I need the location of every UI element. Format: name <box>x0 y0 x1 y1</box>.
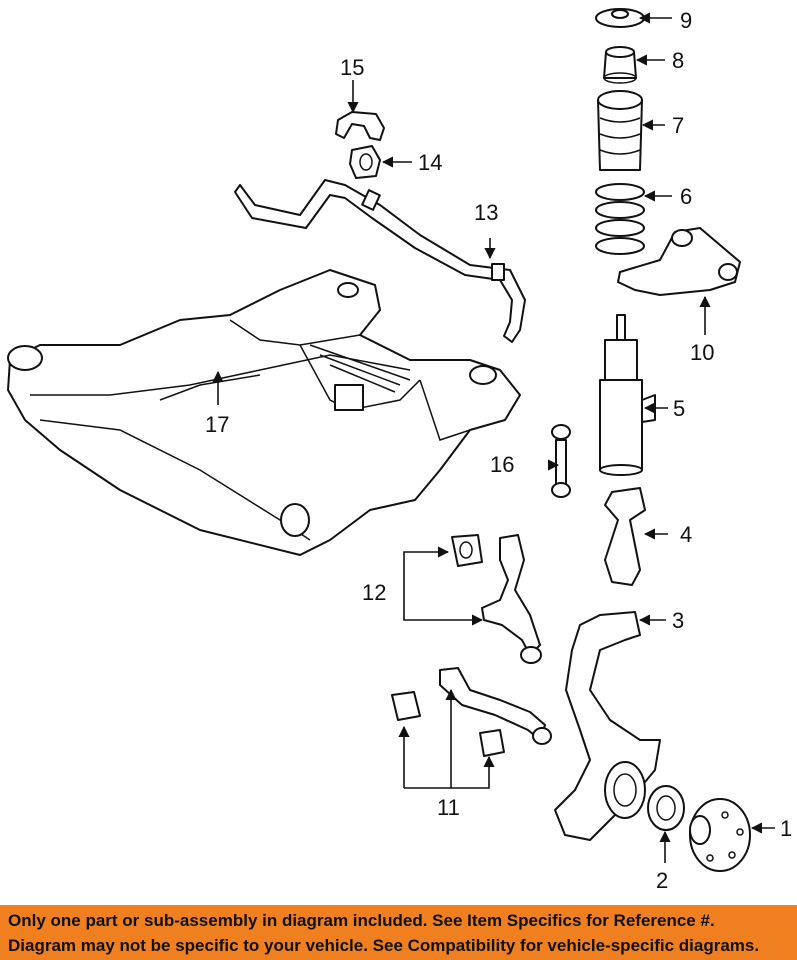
callout-6: 6 <box>680 184 692 209</box>
leader-lines <box>212 12 775 863</box>
callout-10: 10 <box>690 340 714 365</box>
wheel-hub-part <box>689 798 751 872</box>
front-suspension-exploded-diagram: 9 8 7 6 10 5 4 3 2 1 16 13 14 15 17 12 1… <box>7 8 792 893</box>
callout-11: 11 <box>437 795 460 820</box>
callout-labels: 9 8 7 6 10 5 4 3 2 1 16 13 14 15 17 12 1… <box>205 8 792 893</box>
callout-17: 17 <box>205 412 229 437</box>
callout-4: 4 <box>680 522 692 547</box>
callout-7: 7 <box>672 113 684 138</box>
bump-stop-part <box>603 46 637 84</box>
callout-3: 3 <box>672 608 684 633</box>
disclaimer-line-2: Diagram may not be specific to your vehi… <box>8 936 760 955</box>
callout-9: 9 <box>680 8 692 33</box>
wheel-bearing-part <box>647 785 685 831</box>
stabilizer-link-part <box>551 424 571 498</box>
callout-16: 16 <box>490 452 514 477</box>
callout-1: 1 <box>780 816 792 841</box>
upper-control-arm-part <box>617 227 741 296</box>
lower-control-arm-part <box>451 534 542 664</box>
callout-8: 8 <box>672 48 684 73</box>
subframe-crossmember-part <box>7 269 521 556</box>
callout-12: 12 <box>362 580 386 605</box>
lower-link-part <box>391 667 552 757</box>
strut-upper-mount-part <box>595 8 645 28</box>
stabilizer-bar-part <box>234 179 526 343</box>
stabilizer-bracket-part <box>335 111 385 141</box>
callout-5: 5 <box>673 396 685 421</box>
knuckle-bracket-part <box>604 487 646 586</box>
callout-13: 13 <box>474 200 498 225</box>
callout-15: 15 <box>340 55 364 80</box>
strut-assembly-part <box>599 314 656 476</box>
disclaimer-line-1: Only one part or sub-assembly in diagram… <box>8 911 715 930</box>
steering-knuckle-part <box>554 611 661 841</box>
callout-14: 14 <box>418 150 442 175</box>
coil-spring-part <box>595 183 645 255</box>
disclaimer-footer: Only one part or sub-assembly in diagram… <box>0 905 797 960</box>
callout-2: 2 <box>656 868 668 893</box>
strut-dust-boot-part <box>597 90 643 171</box>
stabilizer-bushing-part <box>349 145 381 179</box>
